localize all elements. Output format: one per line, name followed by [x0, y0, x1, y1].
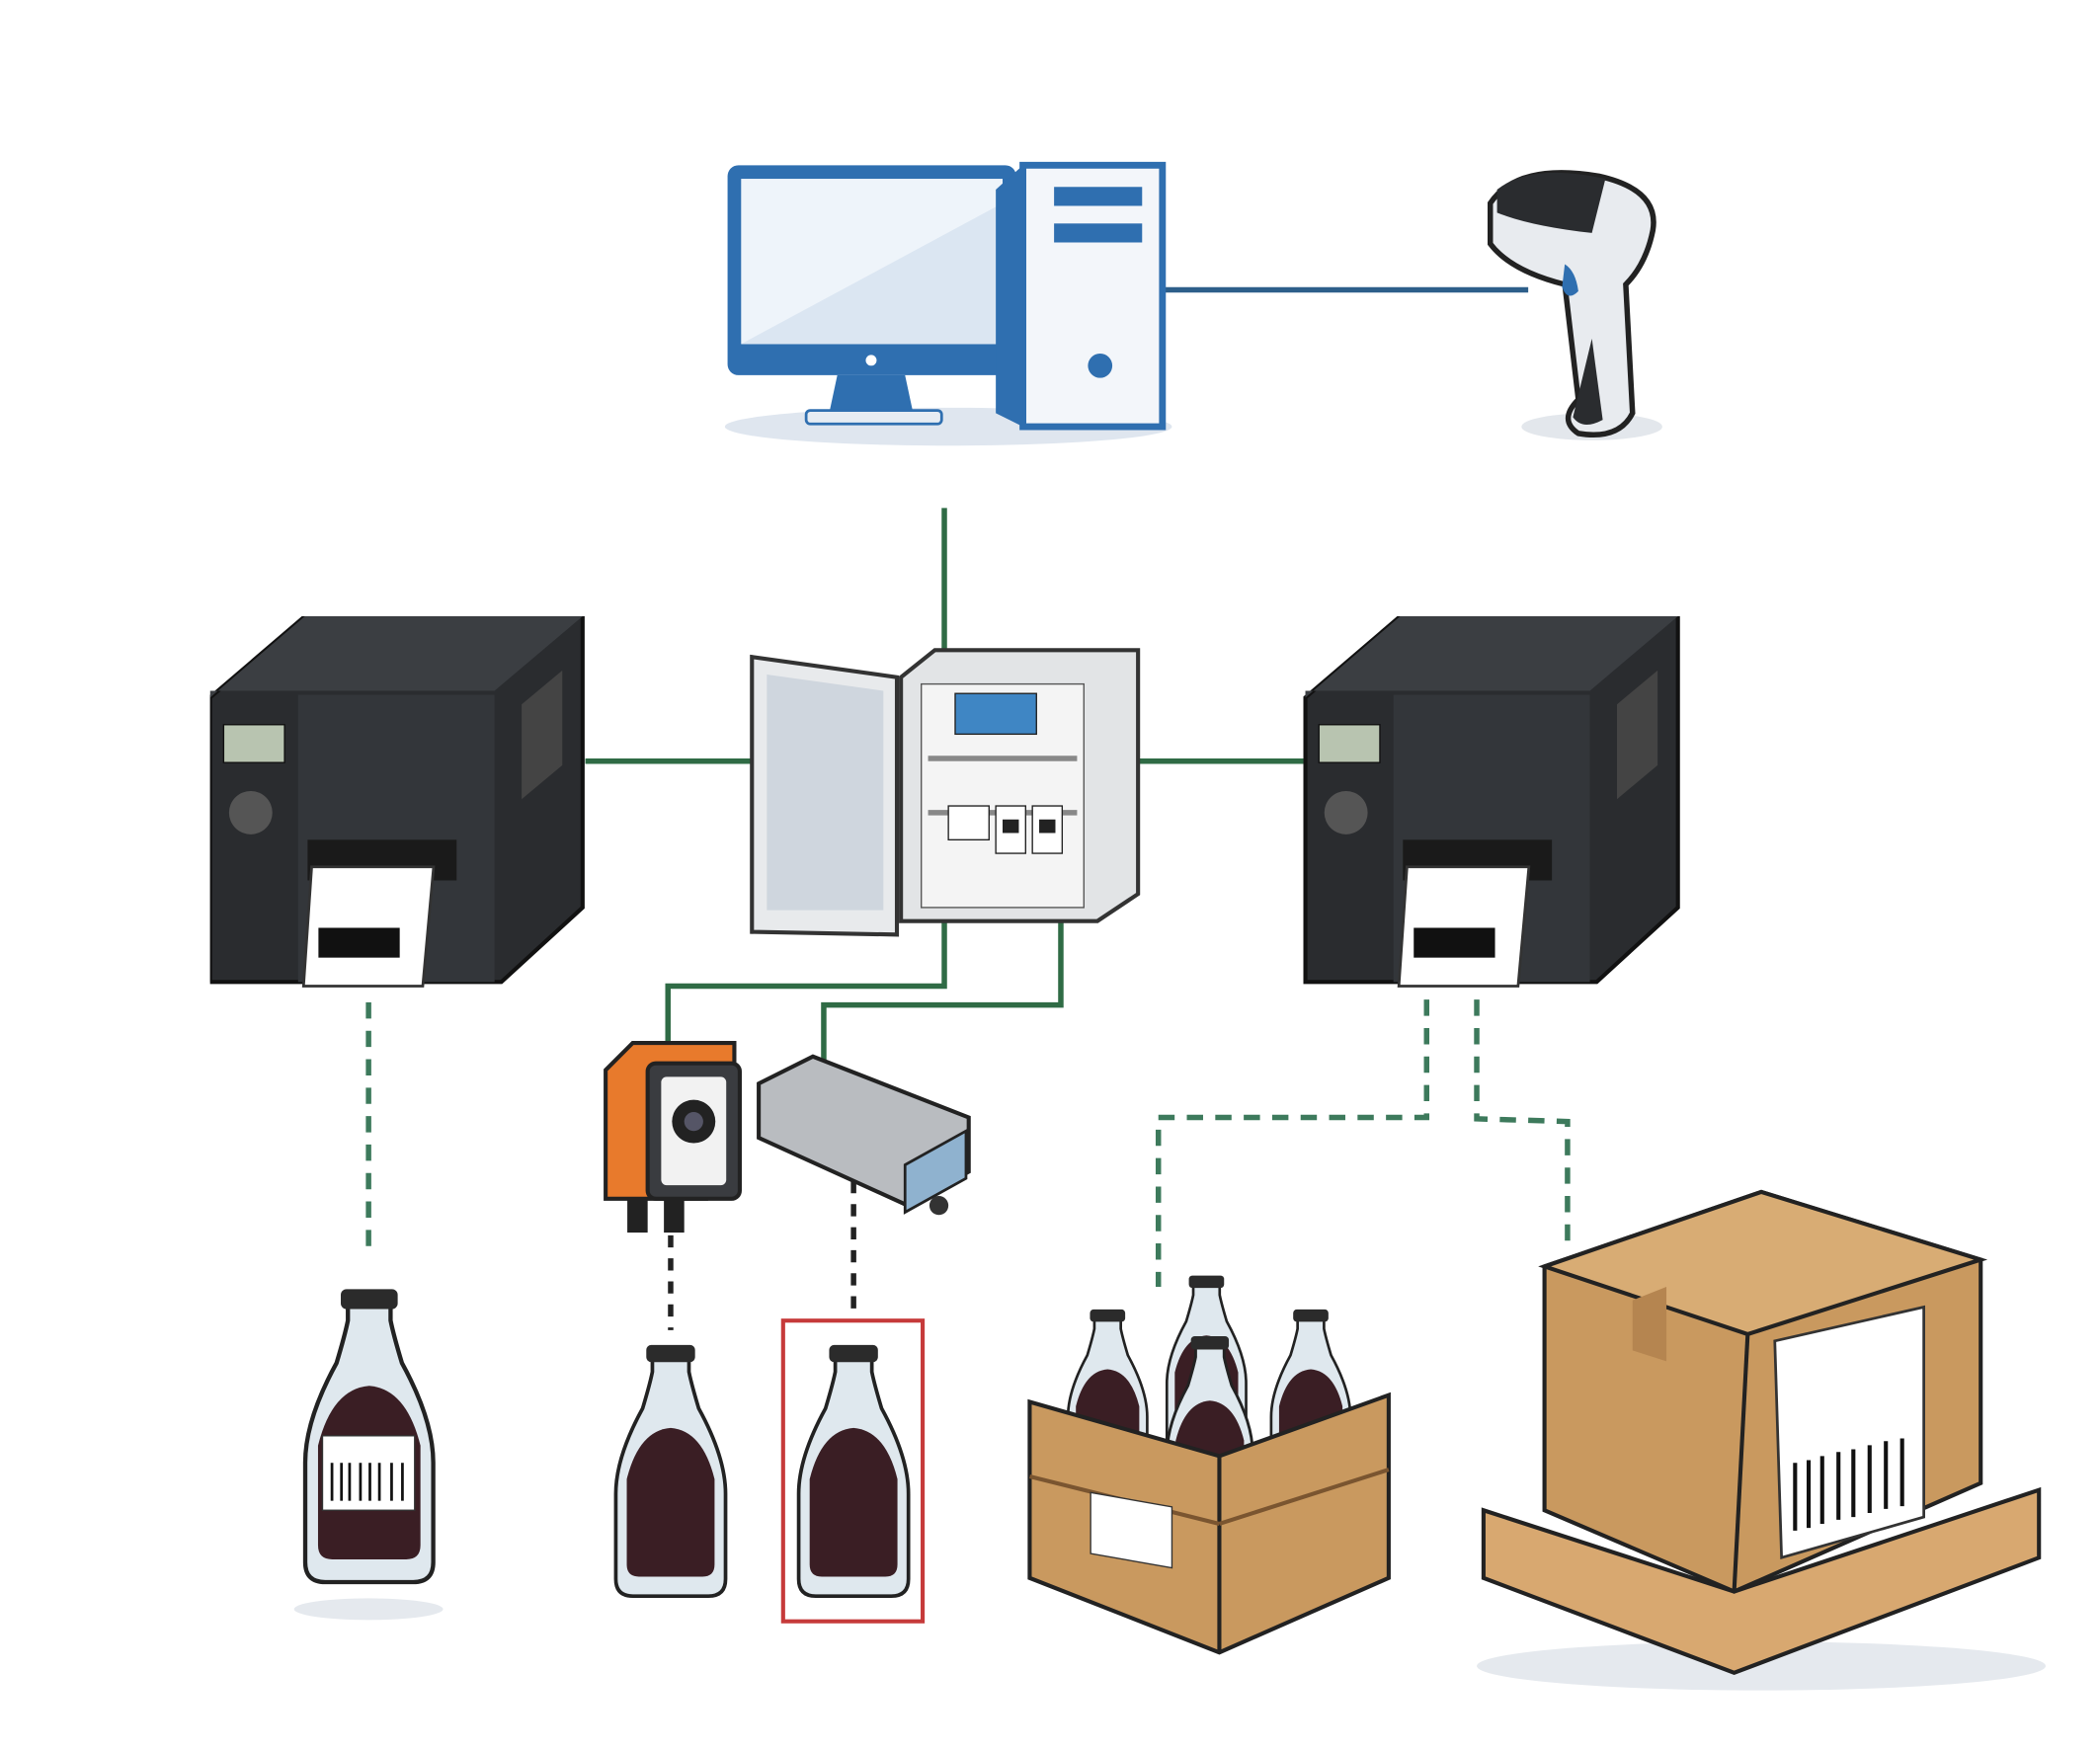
inspected-bottle-icon — [615, 1345, 725, 1596]
dashed-link-crate-label — [1155, 999, 1430, 1287]
network-line-reader — [821, 920, 1064, 1074]
connections — [365, 286, 1571, 1330]
barcode-scanner-icon — [1488, 170, 1662, 440]
vision-camera-icon — [604, 1041, 742, 1233]
network-line-camera — [665, 920, 947, 1050]
barcode-reader-icon — [757, 1054, 971, 1216]
reject-highlight-box — [780, 1318, 926, 1624]
labeled-bottle-icon — [293, 1289, 444, 1621]
label-printer-left-icon — [210, 616, 583, 986]
computer-icon — [724, 161, 1172, 446]
label-printer-right-icon — [1306, 616, 1678, 986]
control-cabinet-icon — [750, 648, 1141, 937]
rejected-bottle-icon — [780, 1318, 926, 1624]
pallet-box-icon — [1477, 1189, 2047, 1691]
crate-icon — [1027, 1274, 1391, 1655]
dashed-link-pallet-label — [1474, 999, 1571, 1253]
